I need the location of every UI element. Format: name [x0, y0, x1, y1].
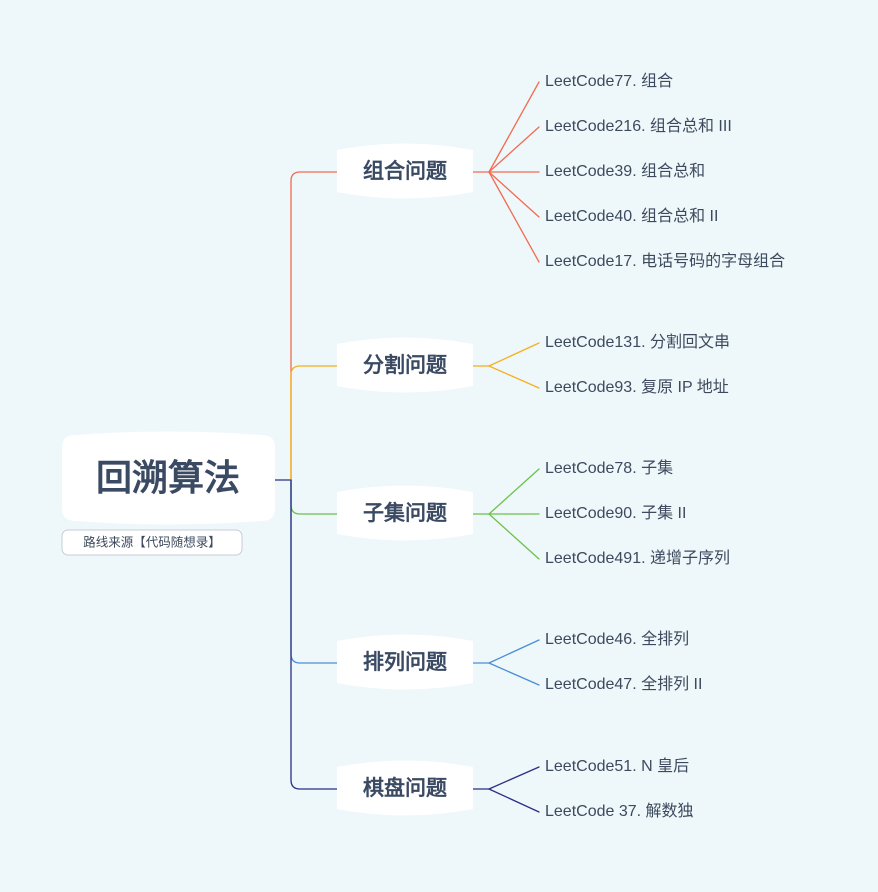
- note-text: 路线来源【代码随想录】: [83, 535, 221, 550]
- leaf-lc39[interactable]: LeetCode39. 组合总和: [545, 162, 705, 180]
- root-node[interactable]: 回溯算法: [62, 431, 275, 525]
- note-box: [61, 529, 243, 556]
- leaf-connector: [488, 788, 540, 813]
- leaf-lc17[interactable]: LeetCode17. 电话号码的字母组合: [545, 252, 785, 270]
- leaf-connector: [488, 468, 540, 515]
- leaf-connector: [488, 171, 540, 263]
- leaf-connector: [488, 81, 540, 173]
- leaf-lc46[interactable]: LeetCode46. 全排列: [545, 630, 689, 648]
- branch-connector: [290, 479, 338, 790]
- leaf-connector: [488, 662, 540, 686]
- leaf-connector: [488, 365, 540, 389]
- branch-title: 棋盘问题: [363, 776, 448, 800]
- leaf-connector: [488, 171, 540, 218]
- leaf-list-partition: LeetCode131. 分割回文串 LeetCode93. 复原 IP 地址: [545, 333, 730, 396]
- leaf-list-combination: LeetCode77. 组合 LeetCode216. 组合总和 III Lee…: [545, 72, 785, 270]
- root-title: 回溯算法: [96, 458, 240, 499]
- leaf-list-chessboard: LeetCode51. N 皇后 LeetCode 37. 解数独: [545, 757, 694, 820]
- root-node-shape: [62, 431, 275, 525]
- branch-node-shape: [337, 485, 473, 541]
- leaf-lc131[interactable]: LeetCode131. 分割回文串: [545, 333, 730, 351]
- leaf-lc47[interactable]: LeetCode47. 全排列 II: [545, 675, 702, 693]
- root-note[interactable]: 路线来源【代码随想录】: [61, 529, 243, 556]
- branch-node-permutation[interactable]: 排列问题: [337, 634, 473, 690]
- leaf-lc216[interactable]: LeetCode216. 组合总和 III: [545, 117, 732, 135]
- branch-title: 分割问题: [363, 353, 448, 377]
- leaf-connector: [488, 639, 540, 664]
- branch-title: 子集问题: [363, 501, 448, 525]
- branch-node-subset[interactable]: 子集问题: [337, 485, 473, 541]
- leaf-connector: [488, 513, 540, 560]
- branch-node-shape: [337, 143, 473, 199]
- leaf-lc51[interactable]: LeetCode51. N 皇后: [545, 757, 689, 775]
- branch-node-shape: [337, 760, 473, 816]
- branch-connector: [290, 365, 338, 481]
- branch-title: 组合问题: [363, 159, 448, 183]
- branch-title: 排列问题: [363, 650, 448, 674]
- leaf-list-subset: LeetCode78. 子集 LeetCode90. 子集 II LeetCod…: [545, 459, 730, 567]
- branch-node-shape: [337, 337, 473, 393]
- leaf-lc37[interactable]: LeetCode 37. 解数独: [545, 802, 694, 820]
- leaf-lc77[interactable]: LeetCode77. 组合: [545, 72, 673, 90]
- leaf-lc93[interactable]: LeetCode93. 复原 IP 地址: [545, 378, 729, 396]
- branch-node-partition[interactable]: 分割问题: [337, 337, 473, 393]
- branch-connector: [290, 479, 338, 515]
- leaf-lc491[interactable]: LeetCode491. 递增子序列: [545, 549, 730, 567]
- leaf-connector: [488, 126, 540, 173]
- branch-node-chessboard[interactable]: 棋盘问题: [337, 760, 473, 816]
- branch-connector: [290, 479, 338, 664]
- branch-node-shape: [337, 634, 473, 690]
- leaf-lc40[interactable]: LeetCode40. 组合总和 II: [545, 207, 718, 225]
- leaf-list-permutation: LeetCode46. 全排列 LeetCode47. 全排列 II: [545, 630, 702, 693]
- leaf-connector: [488, 342, 540, 367]
- branch-connector: [290, 171, 338, 481]
- connectors: [274, 81, 540, 813]
- leaf-lc78[interactable]: LeetCode78. 子集: [545, 459, 673, 477]
- leaf-lc90[interactable]: LeetCode90. 子集 II: [545, 504, 686, 522]
- leaf-connector: [488, 766, 540, 790]
- branch-node-combination[interactable]: 组合问题: [337, 143, 473, 199]
